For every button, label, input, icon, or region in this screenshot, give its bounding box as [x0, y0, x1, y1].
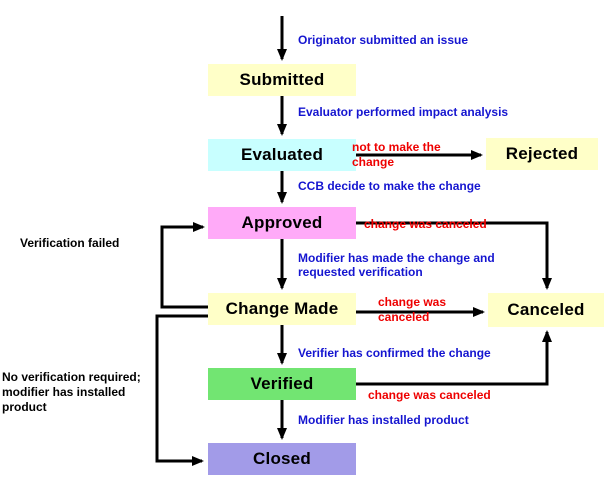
state-rejected: Rejected [486, 138, 598, 170]
label-verifier-confirmed: Verifier has confirmed the change [298, 346, 491, 360]
state-approved: Approved [208, 207, 356, 239]
label-originator-submitted: Originator submitted an issue [298, 33, 469, 47]
state-verified: Verified [208, 368, 356, 400]
state-evaluated: Evaluated [208, 139, 356, 171]
state-canceled: Canceled [488, 293, 604, 327]
state-closed: Closed [208, 443, 356, 475]
label-canceled-from-verified: change was canceled [368, 388, 491, 402]
note-verification-failed: Verification failed [20, 236, 120, 250]
arrow-change-made-to-closed-loop [155, 314, 208, 466]
label-impact-analysis: Evaluator performed impact analysis [298, 105, 509, 119]
note-no-verification-required: No verification required; modifier has i… [2, 370, 141, 414]
label-canceled-from-approved: change was canceled [364, 217, 487, 231]
state-change-made: Change Made [208, 293, 356, 325]
state-submitted: Submitted [208, 64, 356, 96]
label-not-to-make-change: not to make the change [352, 140, 441, 169]
arrow-verified-to-canceled [356, 330, 552, 386]
label-modifier-made-change: Modifier has made the change and request… [298, 251, 495, 279]
arrow-approved-to-canceled [356, 221, 552, 290]
arrow-change-made-to-approved-loop [160, 222, 208, 309]
label-modifier-installed: Modifier has installed product [298, 413, 469, 427]
label-ccb-decide: CCB decide to make the change [298, 179, 481, 193]
label-canceled-from-change-made: change was canceled [378, 295, 447, 324]
